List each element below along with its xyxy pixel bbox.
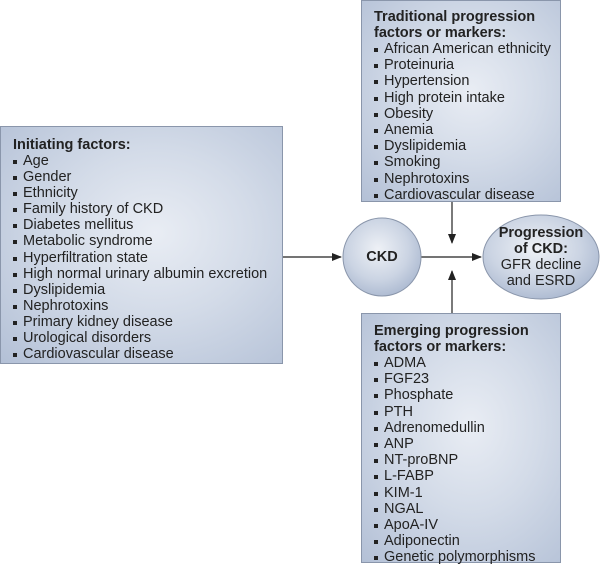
list-item: African American ethnicity — [374, 41, 551, 57]
list-item: ADMA — [374, 355, 550, 371]
list-item: Anemia — [374, 122, 550, 138]
list-item: NGAL — [374, 501, 550, 517]
emerging-factors-box: Emerging progression factors or markers:… — [361, 313, 561, 566]
list-item: Metabolic syndrome — [13, 233, 272, 249]
list-item: Hyperfiltration state — [13, 250, 272, 266]
list-item: KIM-1 — [374, 485, 550, 501]
list-item: Obesity — [374, 106, 550, 122]
list-item: Cardiovascular disease — [374, 187, 550, 203]
list-item: Dyslipidemia — [13, 282, 272, 298]
list-item: Genetic polymorphisms — [374, 549, 550, 565]
progression-title-line1: Progression — [498, 225, 584, 241]
progression-node-label: Progression of CKD: GFR decline and ESRD — [483, 225, 599, 289]
list-item: ApoA-IV — [374, 517, 550, 533]
list-item: PTH — [374, 404, 550, 420]
list-item: Adiponectin — [374, 533, 550, 549]
progression-line3: GFR decline — [500, 257, 582, 273]
progression-title-line2: of CKD: — [514, 241, 568, 257]
emerging-factors-title: Emerging progression factors or markers: — [374, 323, 529, 355]
list-item: High normal urinary albumin excretion — [13, 266, 272, 282]
progression-line4: and ESRD — [506, 273, 576, 289]
list-item: Family history of CKD — [13, 201, 272, 217]
list-item: L-FABP — [374, 468, 550, 484]
list-item: Smoking — [374, 154, 550, 170]
list-item: Cardiovascular disease — [13, 346, 272, 362]
traditional-factors-box: Traditional progression factors or marke… — [361, 0, 561, 203]
list-item: Age — [13, 153, 272, 169]
list-item: Adrenomedullin — [374, 420, 550, 436]
list-item: Diabetes mellitus — [13, 217, 272, 233]
list-item: Phosphate — [374, 387, 550, 403]
initiating-factors-title: Initiating factors: — [13, 137, 131, 153]
progression-node — [482, 214, 600, 300]
list-item: Ethnicity — [13, 185, 272, 201]
list-item: Proteinuria — [374, 57, 550, 73]
list-item: Nephrotoxins — [13, 298, 272, 314]
list-item: NT-proBNP — [374, 452, 550, 468]
list-item: Dyslipidemia — [374, 138, 550, 154]
ckd-node — [342, 217, 422, 297]
list-item: Hypertension — [374, 73, 550, 89]
list-item: Nephrotoxins — [374, 171, 550, 187]
traditional-factors-title: Traditional progression factors or marke… — [374, 9, 536, 41]
ckd-node-label: CKD — [366, 249, 398, 265]
list-item: Gender — [13, 169, 272, 185]
list-item: ANP — [374, 436, 550, 452]
list-item: FGF23 — [374, 371, 550, 387]
list-item: Urological disorders — [13, 330, 272, 346]
list-item: Primary kidney disease — [13, 314, 272, 330]
list-item: High protein intake — [374, 90, 550, 106]
